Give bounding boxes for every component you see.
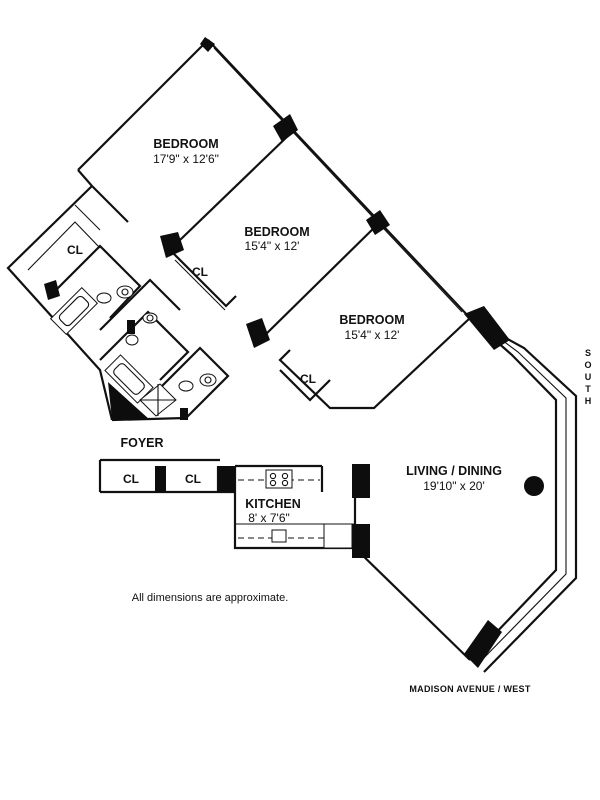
closet-labels: CL CL CL CL CL — [67, 243, 316, 486]
toilet-icon — [178, 373, 217, 392]
closet-label: CL — [185, 472, 201, 486]
exterior-walls — [6, 39, 578, 673]
closet-label: CL — [123, 472, 139, 486]
svg-text:T: T — [585, 384, 591, 394]
closet-label: CL — [67, 243, 83, 257]
bedroom-2-title: BEDROOM — [244, 225, 309, 239]
bedroom-3-dimensions: 15'4" x 12' — [345, 328, 400, 342]
compass-south: S O U T H — [584, 348, 591, 406]
foyer-title: FOYER — [120, 436, 163, 450]
kitchen-title: KITCHEN — [245, 497, 301, 511]
refrigerator-icon — [323, 523, 353, 549]
closet-label: CL — [300, 372, 316, 386]
bedroom-1-title: BEDROOM — [153, 137, 218, 151]
svg-text:O: O — [584, 360, 591, 370]
room-labels: BEDROOM 17'9" x 12'6" BEDROOM 15'4" x 12… — [120, 137, 501, 525]
bathroom-fixtures — [49, 285, 217, 417]
columns — [44, 37, 510, 668]
round-column — [524, 476, 544, 496]
sink-icon — [271, 529, 287, 543]
bedroom-3-title: BEDROOM — [339, 313, 404, 327]
street-label: MADISON AVENUE / WEST — [409, 684, 531, 694]
closet-label: CL — [192, 265, 208, 279]
svg-text:S: S — [585, 348, 591, 358]
svg-text:U: U — [585, 372, 592, 382]
shower-icon — [139, 383, 177, 417]
dimensions-disclaimer: All dimensions are approximate. — [132, 592, 289, 604]
living-dining-title: LIVING / DINING — [406, 464, 502, 478]
kitchen-dimensions: 8' x 7'6" — [248, 511, 290, 525]
living-dining-dimensions: 19'10" x 20' — [423, 479, 485, 493]
bedroom-1-dimensions: 17'9" x 12'6" — [153, 152, 219, 166]
kitchen-fixtures — [265, 469, 353, 549]
sink-icon — [125, 334, 139, 346]
svg-text:H: H — [585, 396, 592, 406]
toilet-icon — [142, 312, 158, 324]
bedroom-2-dimensions: 15'4" x 12' — [245, 239, 300, 253]
bathtub-icon — [49, 286, 99, 336]
stove-icon — [265, 469, 293, 489]
interior-walls — [27, 131, 471, 525]
toilet-icon — [96, 285, 134, 304]
